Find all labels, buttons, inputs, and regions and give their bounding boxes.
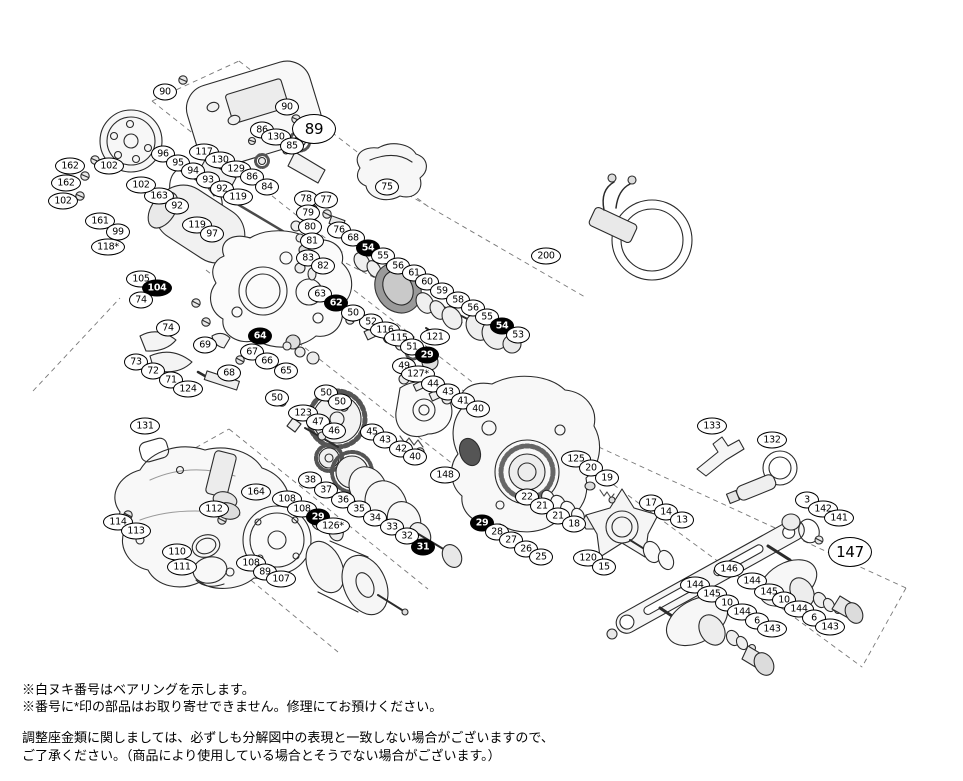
- part-callout-46: 46: [322, 422, 346, 440]
- part-callout-132: 132: [757, 431, 787, 449]
- part-callout-50: 50: [341, 304, 365, 322]
- part-callout-97: 97: [200, 225, 224, 243]
- part-callout-29: 29: [415, 346, 439, 364]
- power-cable: [588, 173, 693, 281]
- part-callout-13: 13: [670, 511, 694, 529]
- part-callout-102: 102: [94, 157, 124, 175]
- part-callout-74: 74: [156, 319, 180, 337]
- part-callout-31: 31: [411, 538, 435, 556]
- part-callout-19: 19: [595, 469, 619, 487]
- part-callout-81: 81: [300, 232, 324, 250]
- part-callout-131: 131: [130, 417, 160, 435]
- part-callout-146: 146: [714, 560, 744, 578]
- part-callout-121: 121: [420, 328, 450, 346]
- part-callout-77: 77: [314, 191, 338, 209]
- tools: [696, 436, 798, 505]
- part-callout-75: 75: [375, 178, 399, 196]
- part-callout-164: 164: [241, 483, 271, 501]
- part-callout-66: 66: [255, 352, 279, 370]
- part-callout-141: 141: [824, 509, 854, 527]
- part-callout-113: 113: [121, 522, 151, 540]
- part-callout-85: 85: [280, 137, 304, 155]
- part-callout-148: 148: [430, 466, 460, 484]
- part-callout-37: 37: [314, 481, 338, 499]
- part-callout-32: 32: [395, 527, 419, 545]
- part-callout-74: 74: [129, 291, 153, 309]
- part-callout-25: 25: [529, 548, 553, 566]
- part-callout-147: 147: [828, 537, 872, 567]
- part-callout-89: 89: [292, 114, 336, 144]
- part-callout-84: 84: [255, 178, 279, 196]
- part-callout-90: 90: [275, 98, 299, 116]
- part-callout-50: 50: [328, 393, 352, 411]
- part-callout-69: 69: [193, 336, 217, 354]
- part-callout-15: 15: [592, 558, 616, 576]
- part-callout-18: 18: [562, 515, 586, 533]
- part-callout-50: 50: [265, 389, 289, 407]
- part-callout-92: 92: [165, 197, 189, 215]
- part-callout-62: 62: [324, 294, 348, 312]
- part-callout-82: 82: [311, 257, 335, 275]
- part-callout-64: 64: [248, 327, 272, 345]
- part-callout-107: 107: [266, 570, 296, 588]
- part-callout-118: 118*: [91, 238, 125, 256]
- part-callout-40: 40: [466, 400, 490, 418]
- part-callout-143: 143: [815, 618, 845, 636]
- part-callout-200: 200: [531, 247, 561, 265]
- part-callout-111: 111: [167, 558, 197, 576]
- part-callout-102: 102: [48, 192, 78, 210]
- part-callout-65: 65: [274, 362, 298, 380]
- part-callout-143: 143: [757, 620, 787, 638]
- part-callout-126: 126*: [316, 517, 350, 535]
- part-callout-119: 119: [223, 188, 253, 206]
- part-callout-162: 162: [51, 174, 81, 192]
- part-callout-133: 133: [697, 417, 727, 435]
- part-callout-90: 90: [153, 83, 177, 101]
- part-callout-53: 53: [506, 326, 530, 344]
- part-callout-68: 68: [217, 364, 241, 382]
- part-callout-40: 40: [403, 448, 427, 466]
- part-callout-72: 72: [141, 362, 165, 380]
- part-callout-104: 104: [142, 279, 172, 297]
- part-callout-102: 102: [126, 176, 156, 194]
- part-callout-161: 161: [85, 212, 115, 230]
- part-callout-124: 124: [173, 380, 203, 398]
- part-callout-162: 162: [55, 157, 85, 175]
- right-side-plate: [451, 375, 601, 533]
- part-callout-112: 112: [199, 500, 229, 518]
